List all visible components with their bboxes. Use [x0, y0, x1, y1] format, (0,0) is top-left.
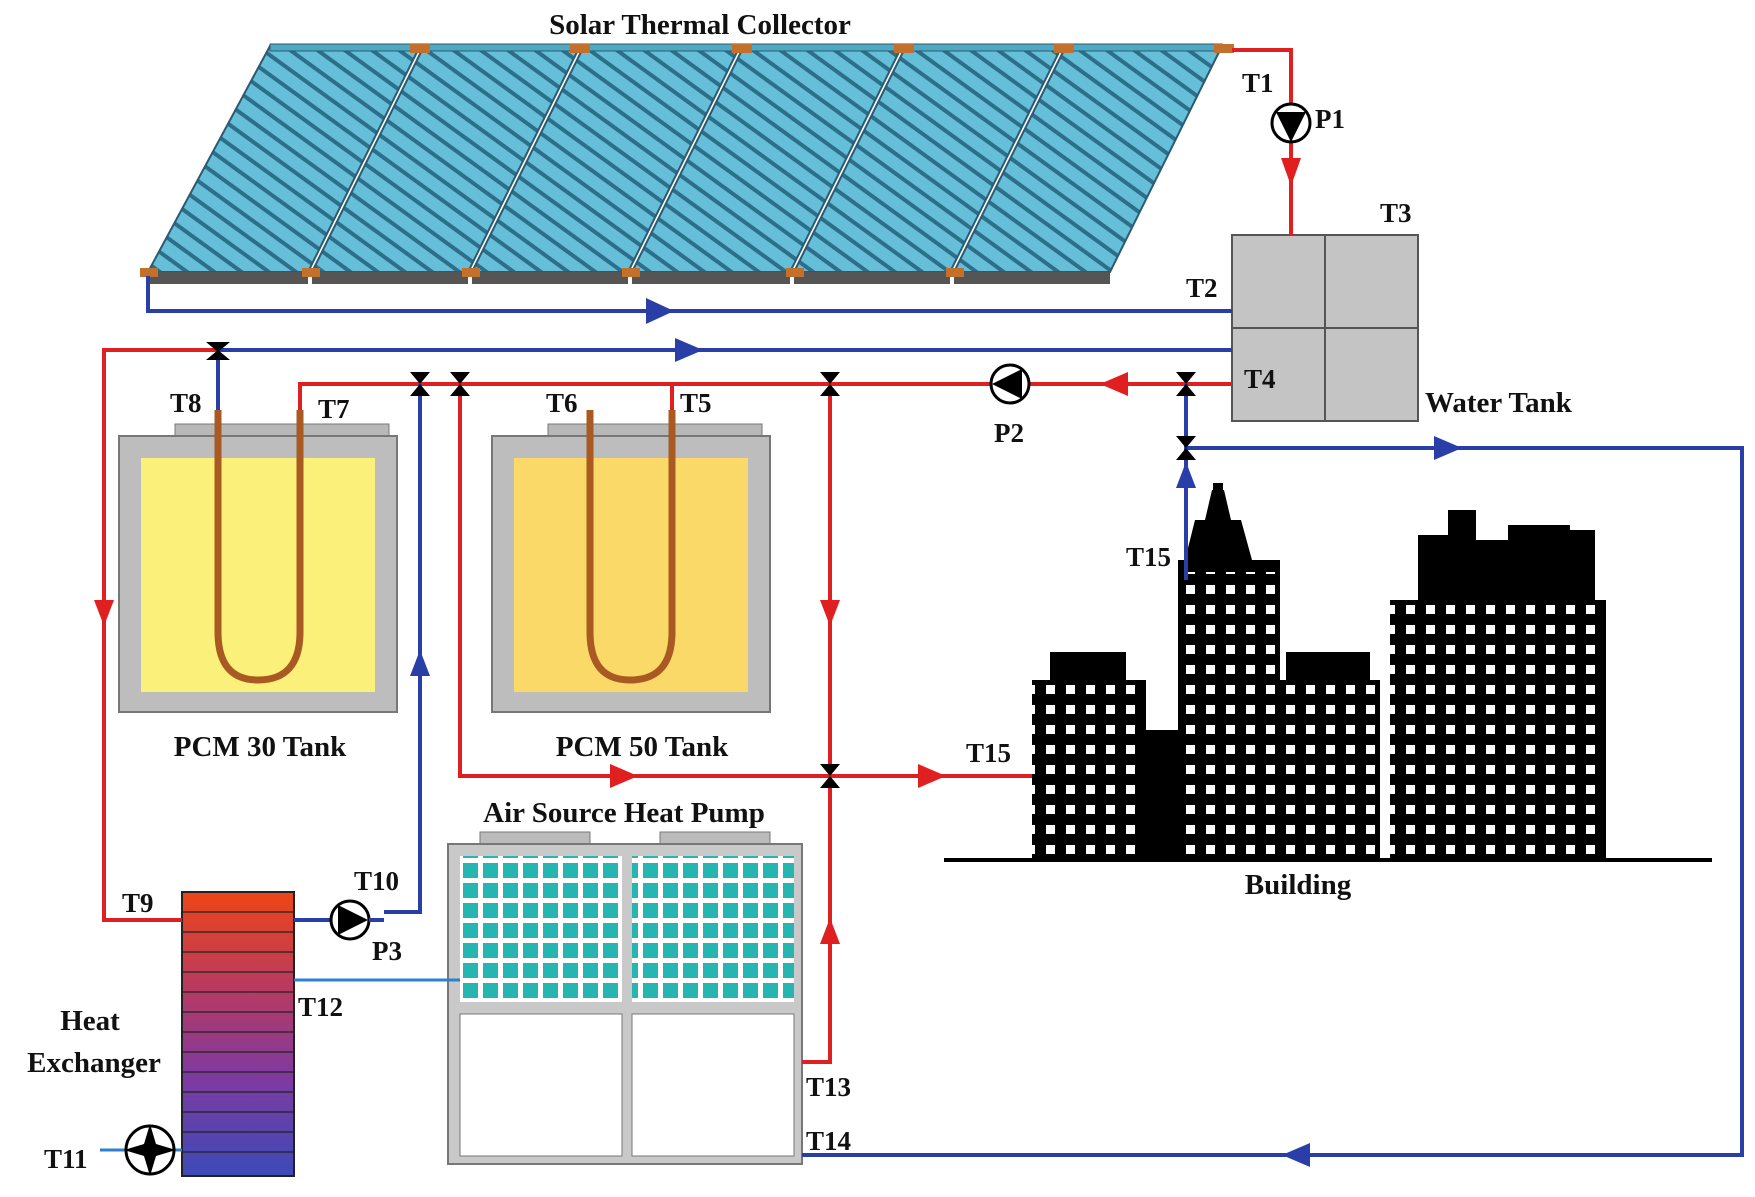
- collector-panel-1: [146, 45, 422, 284]
- flow-arrows: [94, 158, 1462, 1167]
- pump-p1-label: P1: [1315, 104, 1345, 134]
- sensor-t15-lower: T15: [966, 738, 1011, 768]
- sensor-t14: T14: [806, 1126, 851, 1156]
- sensor-t1: T1: [1242, 68, 1274, 98]
- pcm50-tank: [491, 410, 771, 713]
- sensor-t12: T12: [298, 992, 343, 1022]
- solar-collector-title: Solar Thermal Collector: [549, 9, 851, 41]
- water-tank-title: Water Tank: [1425, 387, 1573, 419]
- sensor-t13: T13: [806, 1072, 851, 1102]
- sensor-t7: T7: [318, 394, 350, 424]
- pcm50-tank-title: PCM 50 Tank: [556, 731, 729, 763]
- sensor-t11: T11: [44, 1144, 88, 1174]
- sensor-t10: T10: [354, 866, 399, 896]
- collector-panel-6: [952, 45, 1224, 284]
- air-source-heat-pump: [447, 831, 803, 1165]
- heat-exchanger: [181, 891, 295, 1177]
- pump-p3-label: P3: [372, 936, 402, 966]
- pump-p2-icon: [989, 363, 1031, 405]
- pump-p2-label: P2: [994, 418, 1024, 448]
- heat-exchanger-title-line1: Heat: [60, 1005, 120, 1037]
- sensor-t3: T3: [1380, 198, 1412, 228]
- pcm30-tank-title: PCM 30 Tank: [174, 731, 347, 763]
- sensor-t15-upper: T15: [1126, 542, 1171, 572]
- sensor-t6: T6: [546, 388, 578, 418]
- sensor-t2: T2: [1186, 273, 1218, 303]
- pcm30-tank: [118, 410, 398, 713]
- building-title: Building: [1245, 869, 1352, 901]
- sensor-t9: T9: [122, 888, 154, 918]
- sensor-t5: T5: [680, 388, 712, 418]
- heat-pump-title: Air Source Heat Pump: [483, 797, 765, 829]
- sensor-t8: T8: [170, 388, 202, 418]
- sensor-t4: T4: [1244, 364, 1276, 394]
- solar-collector-array: [140, 43, 1234, 284]
- three-way-valves: [206, 342, 1196, 788]
- building: [944, 483, 1712, 862]
- heat-exchanger-title-line2: Exchanger: [27, 1047, 161, 1079]
- pump-p3-icon: [329, 899, 371, 941]
- pump-p1-icon: [1270, 102, 1312, 144]
- pipe-network: [100, 48, 1744, 1157]
- fan-icon: [124, 1124, 176, 1176]
- water-tank: [1231, 234, 1419, 422]
